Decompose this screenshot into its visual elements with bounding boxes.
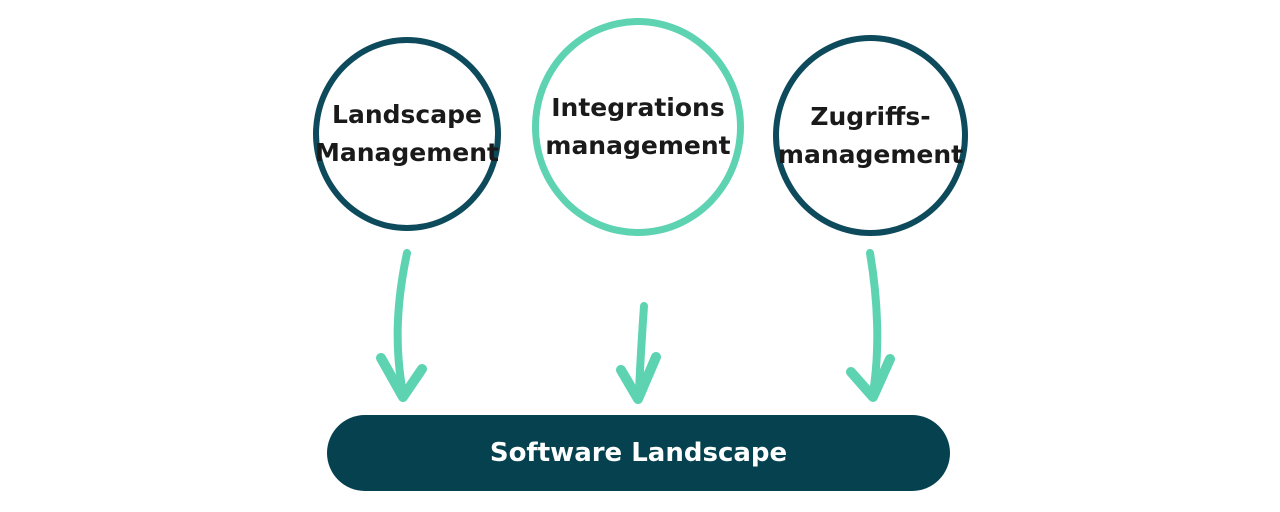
circle-label-line: Landscape xyxy=(332,100,482,129)
software-landscape-bar: Software Landscape xyxy=(327,415,950,491)
circle-label-line: Management xyxy=(314,138,500,167)
circle-label-line: Integrations xyxy=(551,93,725,122)
down-arrow-integrations xyxy=(616,302,661,404)
circle-landscape-management: Landscape Management xyxy=(313,37,501,231)
down-arrow-landscape xyxy=(376,249,427,402)
circle-label-line: management xyxy=(777,139,964,169)
software-landscape-label: Software Landscape xyxy=(489,438,788,468)
circle-label-line: Zugriffs- xyxy=(810,101,931,131)
circle-label-line: management xyxy=(545,131,731,160)
circle-zugriffs-management: Zugriffs- management xyxy=(773,35,968,236)
circle-integrations-management: Integrations management xyxy=(532,18,744,236)
down-arrow-zugriffs xyxy=(846,249,895,402)
